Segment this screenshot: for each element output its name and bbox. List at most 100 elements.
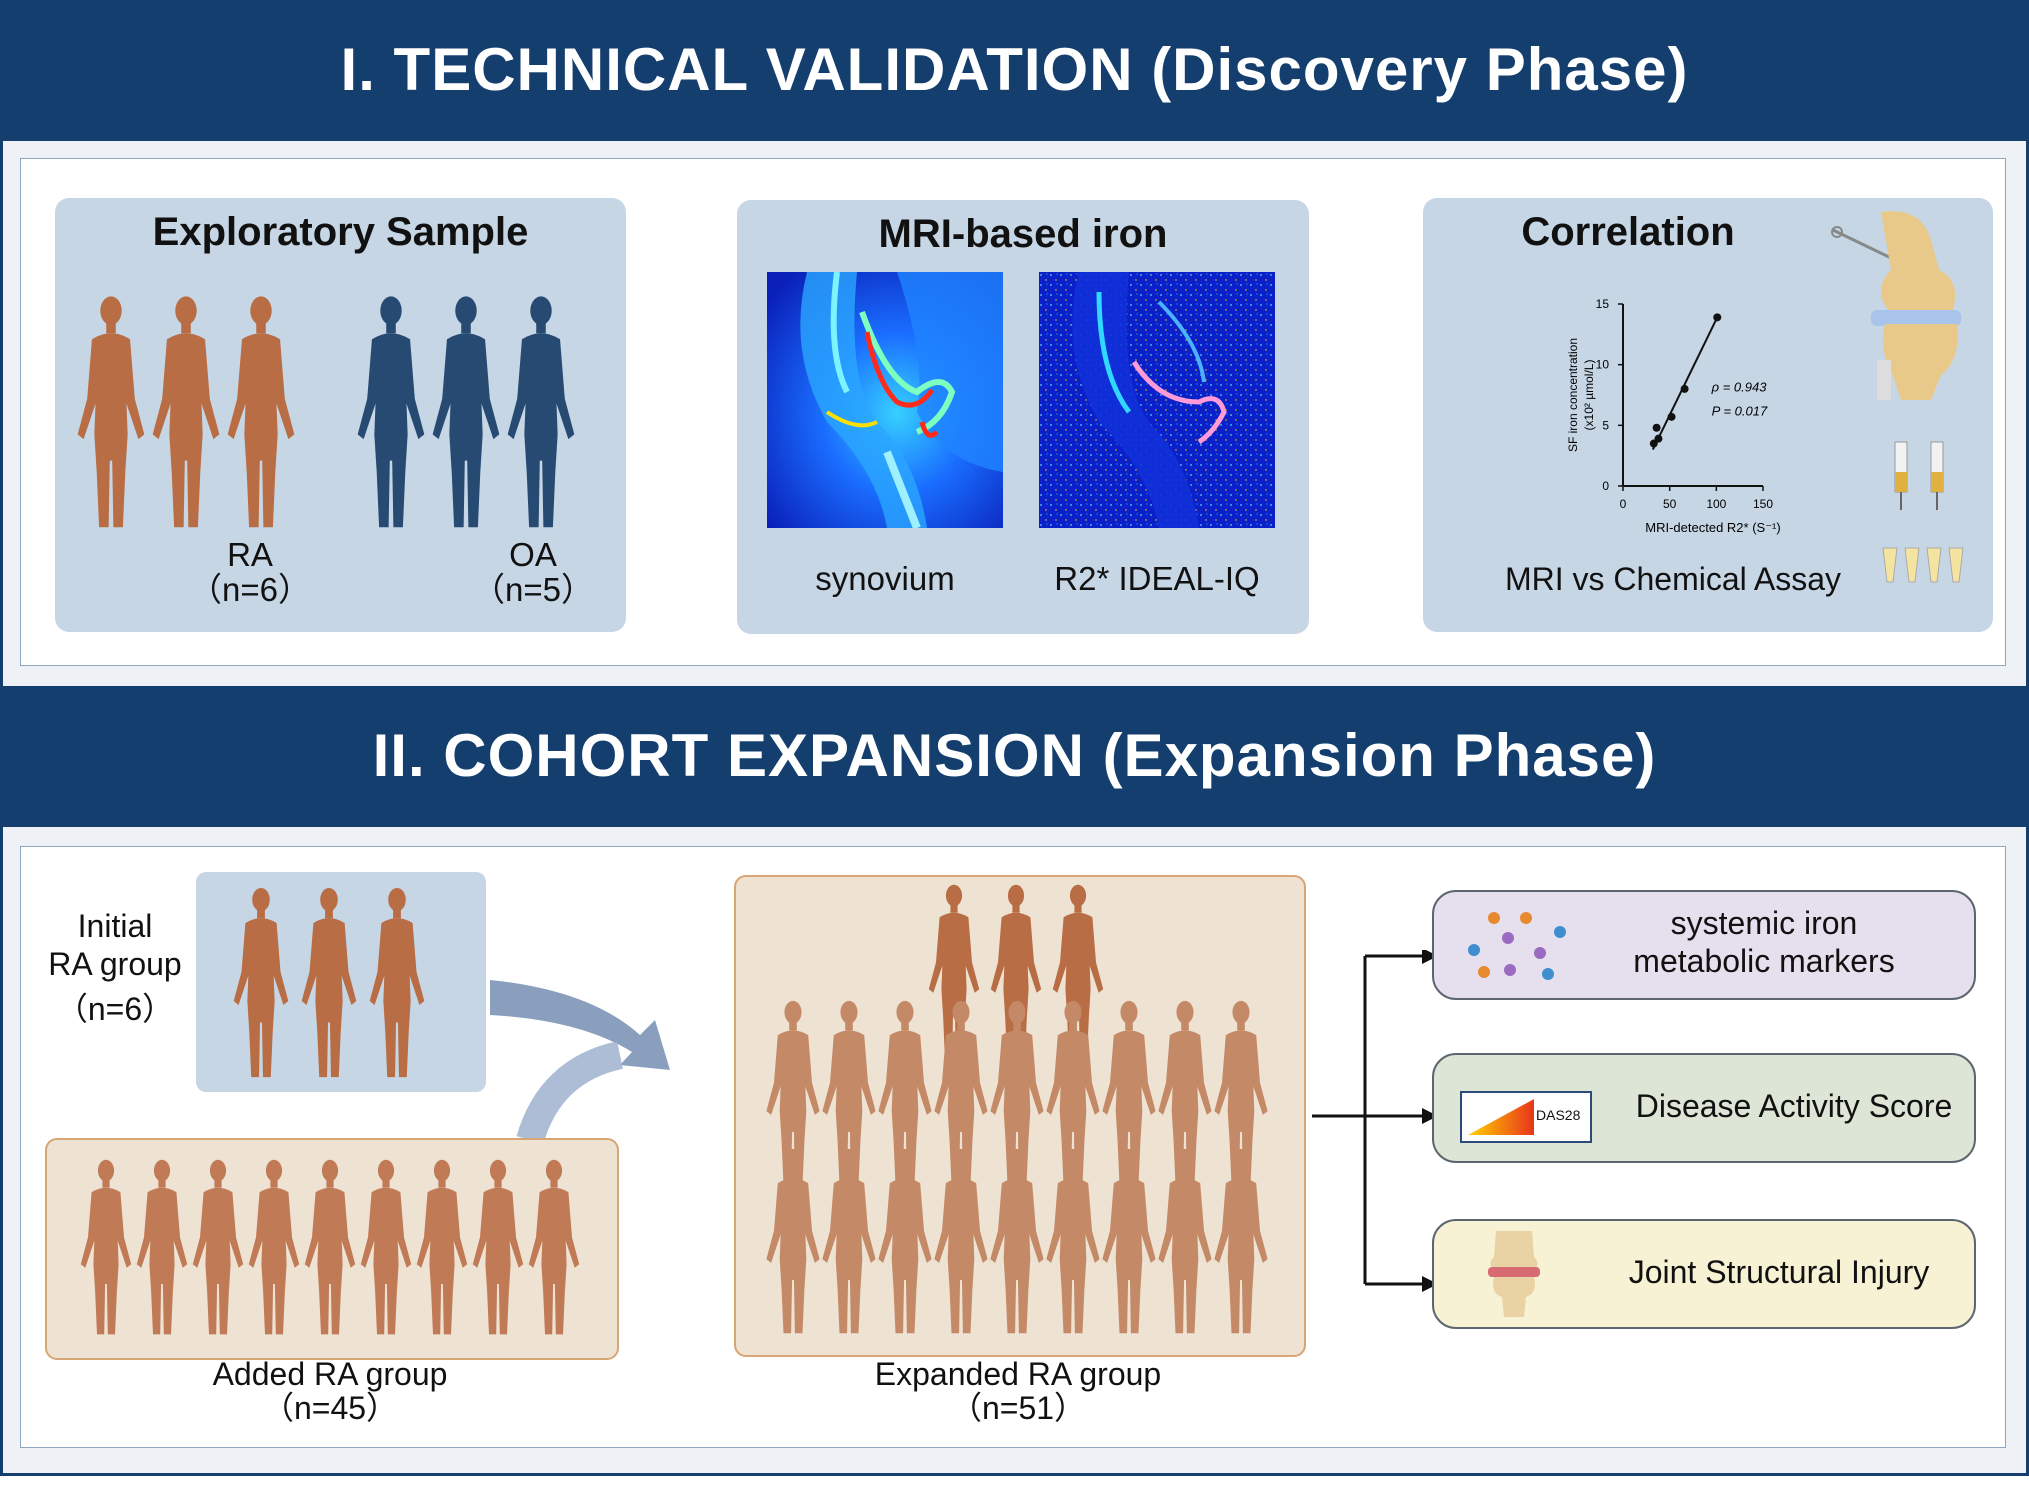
initial-person <box>233 887 289 1078</box>
x-tick-label: 0 <box>1620 497 1627 511</box>
initial-ra-figures <box>233 887 425 1078</box>
test-tubes-icon <box>1882 547 1964 583</box>
iron-line1: systemic iron <box>1670 905 1858 941</box>
ra-label-text: RA <box>227 536 273 573</box>
iron-particles-icon <box>1468 912 1566 980</box>
added-person <box>528 1159 580 1335</box>
chart-marks: 0 50 100 150 0 5 10 15 <box>1596 297 1774 511</box>
x-axis-label: MRI-detected R2* (S⁻¹) <box>1645 520 1780 535</box>
initial-person <box>301 887 357 1078</box>
r2-ideal-iq-image <box>1039 272 1275 528</box>
added-label-text: Added RA group <box>212 1356 448 1392</box>
ra-person <box>152 296 220 528</box>
correlation-title: Correlation <box>1521 210 1735 254</box>
x-tick-label: 150 <box>1753 497 1773 511</box>
added-person <box>136 1159 188 1335</box>
added-person <box>360 1159 412 1335</box>
correlation-chart: 0 50 100 150 0 5 10 15 SF iron concentration (x… <box>1566 297 1781 535</box>
added-person <box>304 1159 356 1335</box>
expanded-person <box>822 1148 876 1334</box>
das-box: DAS28 Disease Activity Score <box>1432 1053 1976 1163</box>
added-person <box>192 1159 244 1335</box>
oa-label-text: OA <box>509 536 557 573</box>
exploratory-title: Exploratory Sample <box>152 210 529 254</box>
y-tick-label: 15 <box>1596 297 1610 311</box>
lab-illustrations <box>1831 211 1964 583</box>
mri-title: MRI-based iron <box>878 212 1168 256</box>
chart-axes <box>1622 304 1763 487</box>
x-tick-label: 50 <box>1663 497 1677 511</box>
y-tick-label: 10 <box>1596 358 1610 372</box>
knee-joint-icon <box>1831 211 1961 400</box>
ra-label: RA （n=6） <box>150 536 350 608</box>
data-point <box>1713 313 1722 322</box>
joint-injury-label: Joint Structural Injury <box>1628 1254 1930 1290</box>
ra-person <box>77 296 145 528</box>
expanded-person <box>878 1148 932 1334</box>
added-ra-label: Added RA group （n=45） <box>130 1356 530 1426</box>
oa-count: （n=5） <box>472 570 594 608</box>
ra-group-figures <box>77 296 295 528</box>
expanded-count: （n=51） <box>949 1389 1087 1426</box>
data-point <box>1654 434 1663 443</box>
data-point <box>1680 384 1689 393</box>
initial-ra-card <box>196 872 486 1092</box>
ra-oa-figures <box>77 296 575 528</box>
das-gradient-icon <box>1468 1099 1534 1135</box>
outcome-branch-arrows <box>1312 950 1438 1292</box>
expanded-person <box>1102 1148 1156 1334</box>
added-person <box>80 1159 132 1335</box>
synovium-mri-image <box>767 272 1003 528</box>
initial-ra-label: Initial RA group （n=6） <box>40 908 190 1028</box>
added-ra-card <box>45 1138 619 1360</box>
oa-person <box>357 296 425 528</box>
joint-injury-box: Joint Structural Injury <box>1432 1219 1976 1329</box>
expanded-ra-card <box>734 875 1306 1357</box>
initial-count: （n=6） <box>55 991 175 1028</box>
expanded-ra-figures <box>766 884 1268 1334</box>
expanded-ra-label: Expanded RA group （n=51） <box>818 1356 1218 1426</box>
syringe-icon <box>1894 441 1944 510</box>
y-tick-label: 5 <box>1602 418 1609 432</box>
initial-label-line2: RA group <box>48 945 182 982</box>
x-tick-label: 100 <box>1706 497 1726 511</box>
fit-line <box>1651 316 1719 451</box>
y-tick-label: 0 <box>1602 479 1609 493</box>
expanded-label-text: Expanded RA group <box>874 1356 1162 1392</box>
phase1-title: I. TECHNICAL VALIDATION (Discovery Phase… <box>340 35 1689 103</box>
phase2-title: II. COHORT EXPANSION (Expansion Phase) <box>372 721 1657 789</box>
added-count: （n=45） <box>261 1389 399 1426</box>
expanded-person <box>990 1148 1044 1334</box>
ra-count: （n=6） <box>189 570 311 608</box>
r2-ideal-iq-label: R2* IDEAL-IQ <box>1054 560 1260 597</box>
ra-person <box>227 296 295 528</box>
knee-joint-icon <box>1488 1231 1540 1317</box>
iron-line2: metabolic markers <box>1633 943 1895 980</box>
added-person <box>472 1159 524 1335</box>
data-point <box>1667 412 1676 421</box>
added-person <box>248 1159 300 1335</box>
oa-person <box>432 296 500 528</box>
data-point <box>1652 423 1661 432</box>
initial-person <box>369 887 425 1078</box>
oa-label: OA （n=5） <box>433 536 633 608</box>
das28-text: DAS28 <box>1536 1107 1581 1123</box>
exploratory-sample-card: Exploratory Sample RA （n=6） OA （n=5） <box>55 198 626 632</box>
oa-person <box>507 296 575 528</box>
initial-label-line1: Initial <box>77 908 153 944</box>
expanded-person <box>1046 1148 1100 1334</box>
iron-markers-label: systemic iron metabolic markers <box>1594 904 1934 981</box>
y-axis-label-line1: SF iron concentration <box>1566 338 1580 452</box>
correlation-subtitle: MRI vs Chemical Assay <box>1504 561 1842 597</box>
correlation-card: Correlation 0 50 100 150 0 5 10 15 SF iron conc… <box>1423 198 1993 632</box>
y-axis-label-line2: (x10² µmol/L) <box>1582 360 1596 431</box>
added-person <box>416 1159 468 1335</box>
phase1-banner: I. TECHNICAL VALIDATION (Discovery Phase… <box>0 0 2029 138</box>
added-ra-figures <box>80 1159 580 1335</box>
iron-markers-box: systemic iron metabolic markers <box>1432 890 1976 1000</box>
expanded-person <box>1214 1148 1268 1334</box>
merge-arrow <box>490 980 670 1145</box>
mri-card: MRI-based iron synovium R2* IDEA <box>737 200 1309 634</box>
p-annotation: P = 0.017 <box>1712 404 1768 419</box>
das28-badge: DAS28 <box>1460 1091 1592 1143</box>
